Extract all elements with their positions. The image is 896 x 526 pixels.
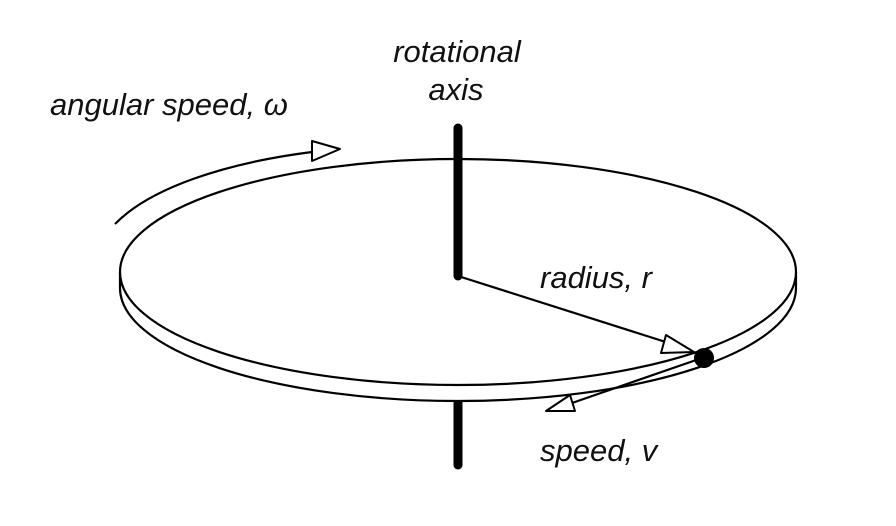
rotational-axis-label-line1: rotational: [393, 34, 522, 69]
angular-speed-label: angular speed, ω: [50, 87, 288, 122]
rotational-axis-label-line2: axis: [428, 72, 483, 107]
speed-label: speed, v: [540, 433, 659, 468]
radius-arrowhead: [660, 334, 695, 354]
angular-speed-arrow: [114, 150, 313, 225]
radius-label: radius, r: [540, 260, 654, 295]
rim-point-dot: [694, 348, 714, 368]
radius-arrow-shaft: [457, 274, 673, 346]
speed-arrow-shaft: [571, 356, 703, 405]
speed-arrowhead: [545, 394, 576, 412]
angular-speed-arrowhead: [311, 140, 341, 162]
